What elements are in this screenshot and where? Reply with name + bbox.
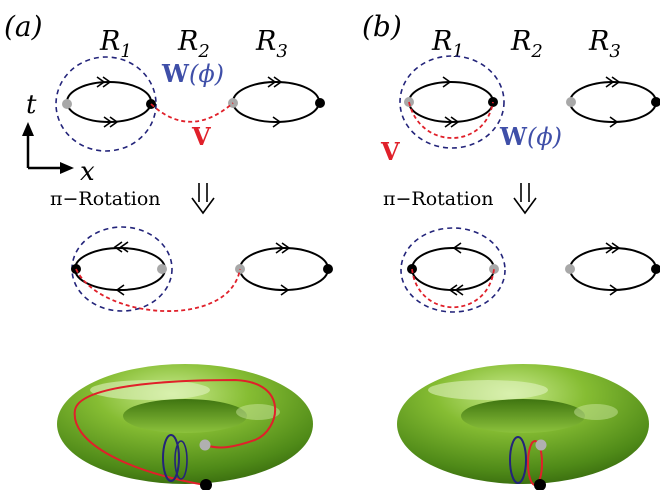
quasiparticle-gray <box>535 439 547 451</box>
quasiparticle-black <box>315 98 325 108</box>
quasiparticle-black <box>534 479 546 490</box>
implies-arrow-icon <box>513 183 537 215</box>
double-arrow-left <box>448 284 464 296</box>
double-arrow-left <box>113 241 129 253</box>
v-label: V <box>191 122 211 151</box>
v-string-line <box>408 101 494 139</box>
loop-rotated <box>411 247 495 291</box>
axis-x-label: x <box>80 157 95 187</box>
arrow-right <box>280 284 290 296</box>
arrow-right <box>609 116 619 128</box>
quasiparticle-black <box>200 479 212 490</box>
quasiparticle-gray <box>489 264 499 274</box>
v-string-line <box>411 268 495 309</box>
region-label-r2: R2 <box>510 26 543 62</box>
region-label-r3: R3 <box>255 26 288 62</box>
torus-b <box>397 364 649 490</box>
panel-a-label: (a) <box>4 10 43 43</box>
torus-blue-loop <box>509 436 527 484</box>
double-arrow-right <box>96 76 112 88</box>
double-arrow-right <box>103 116 119 128</box>
implies-arrow-icon <box>191 183 215 215</box>
panel-a: (a) R1 R2 R3 t x W(ϕ) V π−Rotation <box>4 10 333 490</box>
quasiparticle-black <box>323 264 333 274</box>
quasiparticle-black <box>651 264 660 274</box>
loop-r3 <box>569 247 657 291</box>
quasiparticle-gray <box>157 264 167 274</box>
loop-r3 <box>569 81 657 123</box>
arrow-right <box>442 76 452 88</box>
region-label-r1: R1 <box>431 26 464 62</box>
loop-r1 <box>66 81 152 123</box>
arrow-right <box>272 116 282 128</box>
arrow-left <box>452 242 462 254</box>
quasiparticle-black <box>651 97 660 107</box>
quasiparticle-gray <box>565 264 575 274</box>
region-label-r2: R2 <box>177 26 210 62</box>
loop-rotated <box>74 247 166 291</box>
torus-red-curve <box>73 378 276 486</box>
quasiparticle-gray <box>62 99 72 109</box>
v-label: V <box>380 137 400 166</box>
v-string-line <box>75 268 241 312</box>
axis-arrows <box>22 122 74 174</box>
double-arrow-right <box>275 242 291 254</box>
region-label-r1: R1 <box>99 26 132 62</box>
double-arrow-right <box>605 242 621 254</box>
panel-b: (b) R1 R2 R3 V W(ϕ) π−Rotation <box>362 10 660 490</box>
region-label-r3: R3 <box>588 26 621 62</box>
w-phi-label: W(ϕ) <box>161 59 224 88</box>
double-arrow-right <box>444 116 460 128</box>
arrow-right <box>609 284 619 296</box>
quasiparticle-gray <box>199 439 211 451</box>
torus-a <box>57 364 313 490</box>
w-phi-label: W(ϕ) <box>499 122 562 151</box>
rotation-label: π−Rotation <box>383 188 494 210</box>
loop-r3 <box>232 81 320 123</box>
double-arrow-right <box>605 76 621 88</box>
arrow-left <box>115 284 125 296</box>
wilson-loop-circle <box>400 227 506 313</box>
loop-r3 <box>239 247 329 291</box>
v-string-line <box>150 102 234 123</box>
quasiparticle-gray <box>566 97 576 107</box>
panel-b-label: (b) <box>362 10 402 43</box>
rotation-label: π−Rotation <box>50 188 161 210</box>
double-arrow-right <box>267 76 283 88</box>
loop-r1 <box>408 81 494 123</box>
axis-t-label: t <box>26 90 37 120</box>
wilson-loop-circle <box>399 55 505 149</box>
torus-blue-loop <box>162 434 180 482</box>
